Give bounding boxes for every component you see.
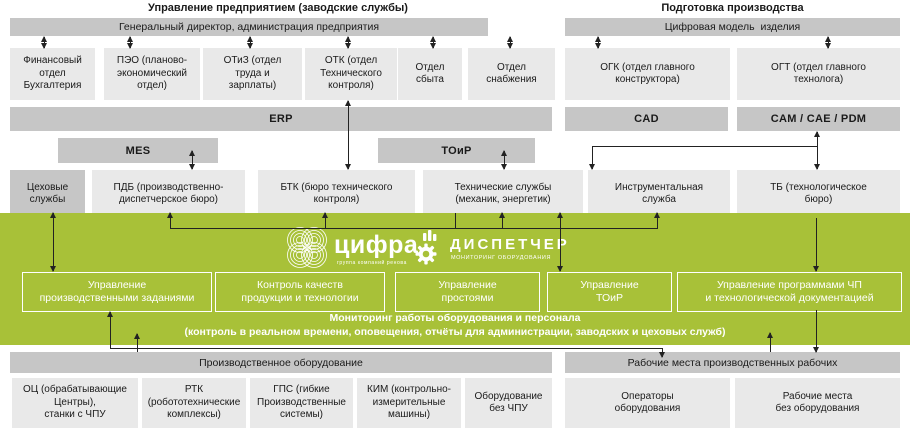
bar-worker-places: Рабочие места производственных рабочих — [565, 352, 900, 373]
connector-director-otiz — [247, 36, 253, 49]
connector-tasks-workplaces-horizontal — [110, 348, 662, 349]
connector-techservices-toir-button — [557, 212, 563, 272]
bar-general-director: Генеральный директор, администрация пред… — [10, 18, 488, 36]
service-box-tool-service: Инструментальная служба — [588, 170, 730, 218]
dept-box-supply: Отдел снабжения — [468, 48, 555, 100]
equipment-box-gps: ГПС (гибкие Производственные системы) — [250, 378, 353, 428]
zyfra-logo-icon — [287, 227, 327, 268]
connector-green-techservices — [499, 212, 505, 229]
zyfra-logo-text: цифра — [334, 231, 419, 259]
connector-ncprograms-workplaces — [813, 310, 819, 353]
connector-equipment-monitoring — [134, 333, 140, 352]
service-box-shop-services: Цеховые службы — [10, 170, 85, 218]
connector-mes-pdb — [189, 150, 195, 170]
header-production-preparation: Подготовка производства — [661, 2, 804, 14]
connector-green-stub — [455, 213, 456, 229]
bar-toir: ТОиР — [378, 138, 535, 163]
connector-shopservices-tasks — [50, 212, 56, 272]
dept-box-ogk: ОГК (отдел главного конструктора) — [565, 48, 730, 100]
dispatcher-logo-text: ДИСПЕТЧЕР — [450, 236, 570, 253]
monitoring-line2: (контроль в реальном времени, оповещения… — [184, 325, 726, 338]
equipment-box-non-cnc: Оборудование без ЧПУ — [465, 378, 552, 428]
function-button-production-tasks: Управление производственными заданиями — [22, 272, 212, 312]
connector-model-ogk — [595, 36, 601, 49]
bar-production-equipment: Производственное оборудование — [10, 352, 552, 373]
bar-erp: ERP — [10, 107, 552, 131]
workplace-box-no-equipment: Рабочие места без оборудования — [735, 378, 900, 428]
dept-box-peo: ПЭО (планово- экономический отдел) — [104, 48, 200, 100]
service-box-btk: БТК (бюро технического контроля) — [258, 170, 415, 218]
dept-box-finance: Финансовый отдел Бухгалтерия — [10, 48, 95, 100]
bar-cad: CAD — [565, 107, 728, 131]
zyfra-logo-tagline: группа компаний ренова — [337, 260, 408, 266]
connector-tasks-workplaces-drop — [659, 348, 665, 358]
connector-green-btk — [322, 212, 328, 229]
monitoring-line1: Мониторинг работы оборудования и персона… — [329, 312, 581, 324]
connector-director-otk — [345, 36, 351, 49]
connector-green-toolservice — [654, 212, 660, 229]
dispatcher-logo-tagline: МОНИТОРИНГ ОБОРУДОВАНИЯ — [451, 255, 552, 261]
bar-cam-cae-pdm: CAM / CAE / PDM — [737, 107, 900, 131]
dept-box-ogt: ОГТ (отдел главного технолога) — [737, 48, 900, 100]
connector-green-horizontal — [170, 228, 657, 229]
connector-director-sales — [430, 36, 436, 49]
connector-director-peo — [127, 36, 133, 49]
connector-workplaces-monitoring — [767, 332, 773, 352]
connector-director-finance — [41, 36, 47, 49]
function-button-quality-control: Контроль качеств продукции и технологии — [215, 272, 385, 312]
dispatcher-system-panel — [0, 213, 910, 345]
function-button-downtime: Управление простоями — [395, 272, 540, 312]
bar-digital-model: Цифровая модель изделия — [565, 18, 900, 36]
connector-tb-ncprograms — [813, 218, 819, 272]
connector-cam-toolservice — [589, 146, 595, 170]
dept-box-sales: Отдел сбыта — [398, 48, 462, 100]
connector-green-pdb — [167, 212, 173, 229]
function-button-toir: Управление ТОиР — [547, 272, 672, 312]
connector-model-ogt — [825, 36, 831, 49]
dept-box-otk: ОТК (отдел Технического контроля) — [305, 48, 397, 100]
connector-tasks-down — [107, 311, 113, 348]
dispatcher-gear-icon — [415, 230, 437, 265]
connector-director-supply — [507, 36, 513, 49]
connector-cam-tb — [814, 131, 820, 170]
service-box-tech-services: Технические службы (механик, энергетик) — [423, 170, 583, 218]
header-enterprise-management: Управление предприятием (заводские служб… — [148, 2, 408, 14]
connector-otk-btk — [345, 100, 351, 170]
service-box-tb: ТБ (технологическое бюро) — [737, 170, 900, 218]
dept-box-otiz: ОТиЗ (отдел труда и зарплаты) — [203, 48, 302, 100]
equipment-box-kim: КИМ (контрольно- измерительные машины) — [357, 378, 461, 428]
service-box-pdb: ПДБ (производственно- диспетчерское бюро… — [92, 170, 245, 218]
connector-cam-bracket — [592, 146, 818, 147]
monitoring-caption: Мониторинг работы оборудования и персона… — [0, 312, 910, 339]
workplace-box-operators: Операторы оборудования — [565, 378, 730, 428]
equipment-box-rtk: РТК (робототехнические комплексы) — [142, 378, 246, 428]
equipment-box-cnc-centers: ОЦ (обрабатывающие Центры), станки с ЧПУ — [12, 378, 138, 428]
function-button-nc-programs: Управление программами ЧП и технологичес… — [677, 272, 902, 312]
connector-toir-techservices — [501, 150, 507, 170]
